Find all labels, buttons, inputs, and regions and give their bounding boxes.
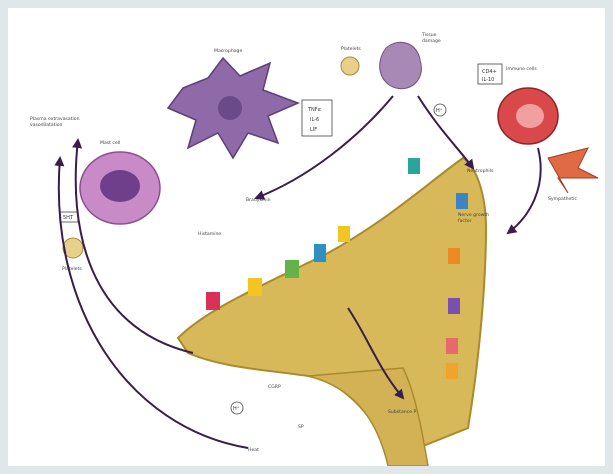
macrophage-label: Macrophage	[214, 48, 242, 54]
cd4-label: CD4+	[482, 69, 497, 75]
tnfa-label: TNFα	[307, 107, 322, 113]
receptor-purple	[448, 298, 460, 314]
il10-label: IL-10	[482, 77, 494, 83]
lif-label: LIF	[310, 127, 317, 133]
receptor-yellow	[248, 278, 262, 296]
receptor-red	[206, 292, 220, 310]
histamine-label: Histamine	[198, 231, 221, 237]
receptor-green	[285, 260, 299, 278]
receptor-blue	[314, 244, 326, 262]
receptor-yellow-2	[338, 226, 350, 242]
sympathetic-fibers	[548, 148, 598, 193]
receptor-pink	[446, 338, 458, 354]
platelets-top-label: Platelets	[341, 46, 361, 52]
arrow-immune-to-ngf	[508, 148, 541, 233]
neutrophils-label: Neutrophils	[467, 168, 494, 174]
plasma-extravasation-label: Plasma extravasation	[30, 116, 80, 122]
tissue-damage-cell	[380, 42, 422, 88]
il6-label: IL-6	[310, 117, 319, 123]
cgrp-label: CGRP	[268, 384, 281, 390]
vasodilatation-label: vasodilatation	[30, 122, 63, 128]
receptor-teal	[408, 158, 420, 174]
nerve-growth-factor-label-1: Nerve growth	[458, 212, 489, 218]
inflammation-diagram: Macrophage TNFα IL-6 LIF Mast cell 5HT P…	[8, 8, 605, 466]
receptor-orange	[448, 248, 460, 264]
proton-top-label: H⁺	[436, 108, 443, 114]
receptor-blue-2	[456, 193, 468, 209]
receptor-orange-2	[446, 363, 458, 379]
figure-panel: Macrophage TNFα IL-6 LIF Mast cell 5HT P…	[8, 8, 605, 466]
heat-label: Heat	[248, 447, 259, 453]
platelet-top	[341, 57, 359, 75]
proton-bottom-label: H⁺	[233, 406, 240, 412]
sp-label: SP	[298, 424, 304, 430]
immune-cells-label: Immune cells	[506, 66, 537, 72]
5ht-label: 5HT	[63, 215, 74, 221]
substance-p-label: Substance P	[388, 409, 416, 415]
tissue-damage-label-1: Tissue	[421, 32, 437, 38]
platelets-left-label: Platelets	[62, 266, 82, 272]
mast-cell-label: Mast cell	[100, 140, 120, 146]
nociceptor-terminal	[178, 158, 486, 448]
nerve-growth-factor-label-2: factor	[458, 218, 472, 224]
tissue-damage-label-2: damage	[422, 38, 441, 44]
sympathetic-label: Sympathetic	[548, 196, 577, 202]
